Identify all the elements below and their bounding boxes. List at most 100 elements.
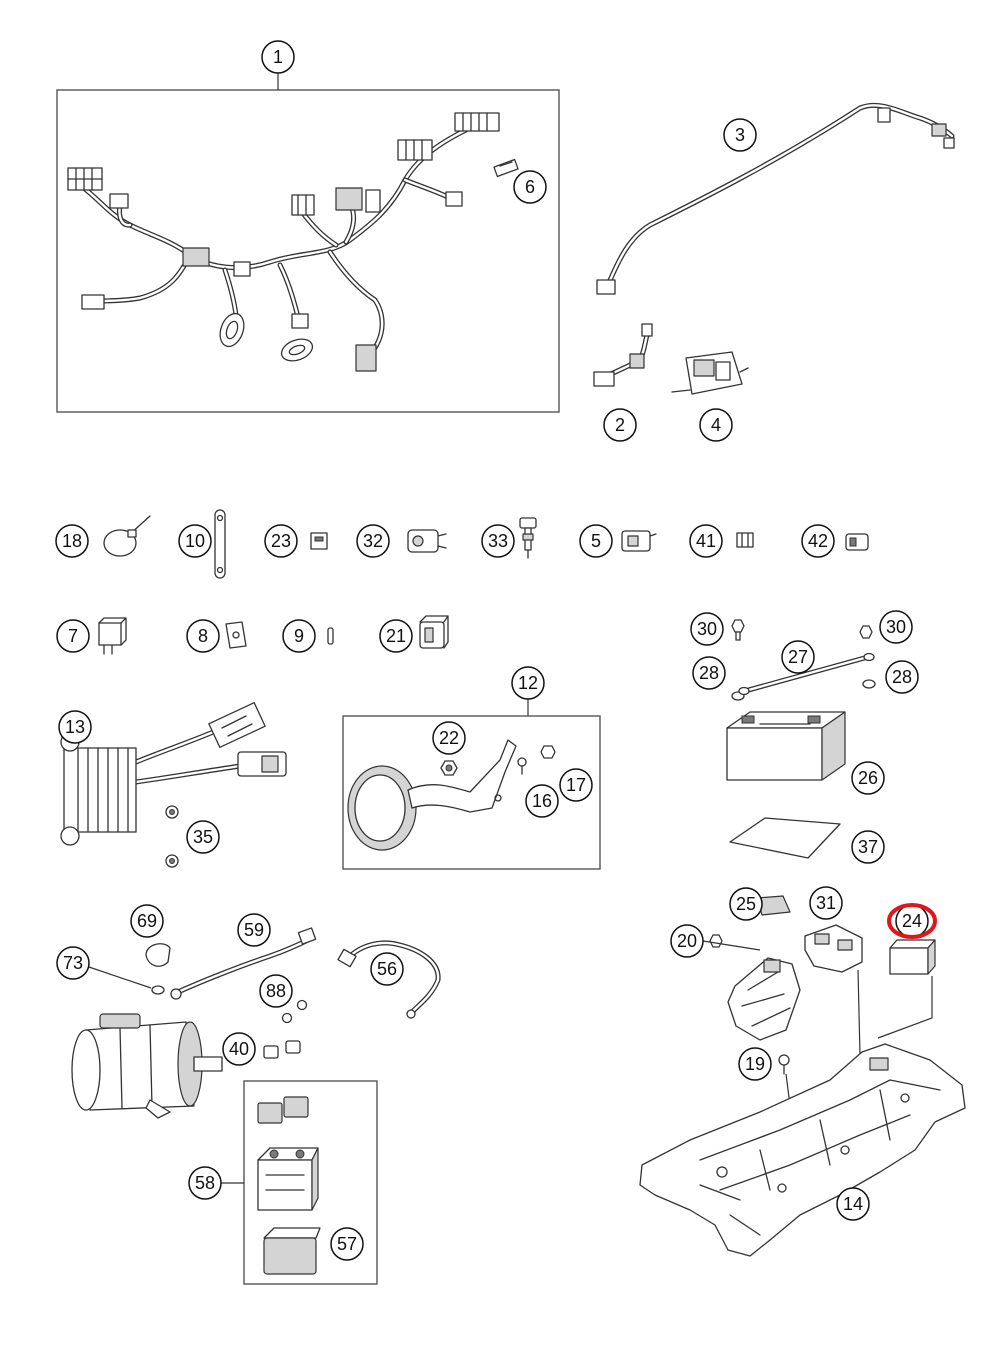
leader-line-24 xyxy=(877,976,933,1039)
part-73-drawing xyxy=(151,985,165,995)
callout-label: 4 xyxy=(711,415,721,435)
part-5-drawing xyxy=(621,530,657,552)
callout-26: 26 xyxy=(851,761,885,795)
callout-59: 59 xyxy=(237,913,271,947)
callout-circle xyxy=(259,974,293,1008)
leader-line-20 xyxy=(702,940,761,951)
callout-21: 21 xyxy=(379,619,413,653)
callout-label: 27 xyxy=(788,647,808,667)
callout-circle xyxy=(513,170,547,204)
callout-circle xyxy=(511,666,545,700)
part-8-drawing xyxy=(225,621,247,649)
callout-69: 69 xyxy=(130,904,164,938)
callout-28-left: 28 xyxy=(692,656,726,690)
callout-circle xyxy=(56,619,90,653)
callout-circle xyxy=(559,768,593,802)
callout-1: 1 xyxy=(261,40,295,74)
callout-label: 25 xyxy=(736,894,756,914)
callout-circle xyxy=(58,710,92,744)
part-37-drawing xyxy=(729,817,841,859)
callout-label: 10 xyxy=(185,531,205,551)
part-3-drawing xyxy=(596,105,955,295)
callout-circle xyxy=(237,913,271,947)
part-41-drawing xyxy=(736,532,754,548)
part-14-drawing xyxy=(639,1043,966,1257)
part-10-drawing xyxy=(214,509,226,579)
callout-label: 16 xyxy=(532,791,552,811)
highlight-ring xyxy=(887,903,937,939)
callout-57: 57 xyxy=(330,1227,364,1261)
callout-circle xyxy=(879,610,913,644)
starter-motor-drawing xyxy=(71,1013,223,1119)
callout-circle xyxy=(885,660,919,694)
callout-circle xyxy=(579,524,613,558)
callout-8: 8 xyxy=(186,619,220,653)
callout-label: 37 xyxy=(858,837,878,857)
group-frame-1 xyxy=(56,89,560,413)
callout-30-right: 30 xyxy=(879,610,913,644)
part-6-drawing xyxy=(493,158,519,178)
callout-circle xyxy=(282,619,316,653)
callout-circle xyxy=(836,1187,870,1221)
part-40-drawing xyxy=(263,1040,301,1059)
part-7-drawing xyxy=(98,617,127,655)
callout-label: 31 xyxy=(816,893,836,913)
callout-label: 59 xyxy=(244,920,264,940)
callout-circle xyxy=(729,887,763,921)
callout-circle xyxy=(178,524,212,558)
callout-label: 6 xyxy=(525,177,535,197)
part-9-drawing xyxy=(327,627,334,645)
callout-circle xyxy=(330,1227,364,1261)
callout-label: 14 xyxy=(843,1194,863,1214)
callout-circle xyxy=(689,524,723,558)
part-12-drawing xyxy=(347,739,517,851)
callout-35: 35 xyxy=(186,820,220,854)
part-28-drawing-right xyxy=(862,679,876,689)
callout-circle xyxy=(690,612,724,646)
callout-circle xyxy=(851,830,885,864)
callout-73: 73 xyxy=(56,946,90,980)
callout-56: 56 xyxy=(370,952,404,986)
callout-label: 19 xyxy=(745,1054,765,1074)
part-20-drawing xyxy=(709,934,723,948)
group-frame-12 xyxy=(342,715,601,870)
callout-circle xyxy=(851,761,885,795)
callout-label: 69 xyxy=(137,911,157,931)
callout-label: 56 xyxy=(377,959,397,979)
callout-circle xyxy=(222,1032,256,1066)
callout-circle xyxy=(699,408,733,442)
callout-3: 3 xyxy=(723,118,757,152)
part-2-drawing xyxy=(593,323,653,387)
callout-label: 3 xyxy=(735,125,745,145)
callout-label: 26 xyxy=(858,768,878,788)
callout-circle xyxy=(370,952,404,986)
callout-circle xyxy=(356,524,390,558)
callout-label: 21 xyxy=(386,626,406,646)
callout-label: 73 xyxy=(63,953,83,973)
callout-label: 24 xyxy=(902,911,922,931)
part-33-drawing xyxy=(519,517,537,559)
part-27-drawing xyxy=(738,652,875,696)
part-35-drawing xyxy=(165,805,179,868)
callout-label: 57 xyxy=(337,1234,357,1254)
part-58-drawing xyxy=(257,1096,319,1211)
callout-37: 37 xyxy=(851,830,885,864)
callout-circle xyxy=(603,408,637,442)
callout-88: 88 xyxy=(259,974,293,1008)
callout-label: 8 xyxy=(198,626,208,646)
callout-25: 25 xyxy=(729,887,763,921)
callout-13: 13 xyxy=(58,710,92,744)
part-17-drawing xyxy=(540,745,556,759)
part-22-drawing xyxy=(440,760,458,776)
callout-circle xyxy=(738,1047,772,1081)
leader-line-73 xyxy=(88,966,152,989)
callout-20: 20 xyxy=(670,924,704,958)
callout-circle xyxy=(130,904,164,938)
callout-4: 4 xyxy=(699,408,733,442)
part-30-drawing-left xyxy=(731,619,745,641)
callout-label: 58 xyxy=(195,1173,215,1193)
callout-label: 40 xyxy=(229,1039,249,1059)
part-16-drawing xyxy=(517,757,527,775)
part-88-drawing xyxy=(281,999,308,1024)
callout-33: 33 xyxy=(481,524,515,558)
